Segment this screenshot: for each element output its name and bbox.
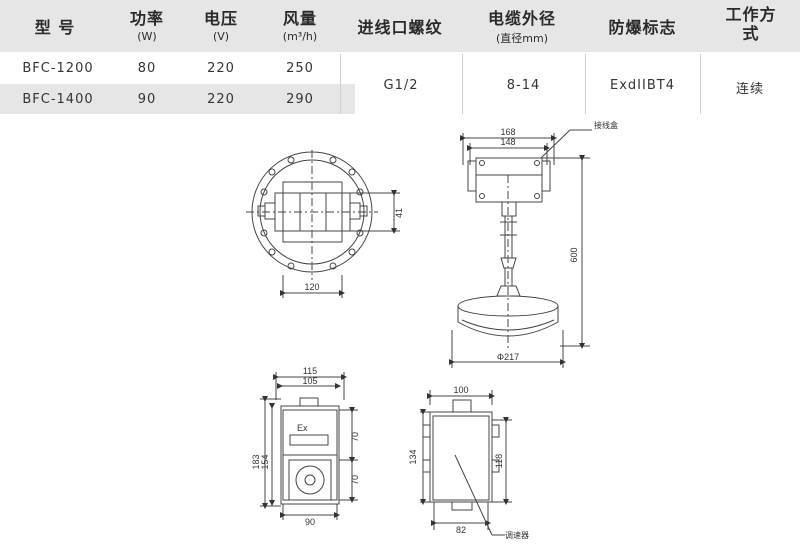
header-cable: 电缆外径 (直径mm) [462, 0, 582, 57]
row2-voltage: 220 [207, 92, 235, 107]
front-d70a-label: 70 [350, 432, 360, 442]
front-ex-label: Ex [297, 423, 308, 433]
top-view-width-label: 120 [304, 282, 319, 292]
header-cable-label: 电缆外径 [487, 9, 556, 28]
header-airflow-unit: (m³/h) [282, 30, 318, 43]
front-w115-label: 115 [303, 366, 317, 376]
header-explosion-label: 防爆标志 [608, 18, 677, 37]
divider [700, 54, 701, 114]
box-w82-label: 82 [456, 525, 466, 535]
table-row [0, 54, 355, 84]
header-power: 功率 (W) [118, 0, 176, 57]
row1-voltage: 220 [207, 61, 235, 76]
front-enclosure [280, 405, 340, 505]
front-h183-label: 183 [251, 454, 261, 469]
top-view [246, 150, 400, 298]
junction-box [475, 157, 543, 203]
row2-power: 90 [137, 92, 157, 107]
header-cable-unit: (直径mm) [495, 32, 548, 45]
header-power-unit: (W) [137, 30, 157, 43]
front-h154-label: 154 [260, 454, 270, 469]
side-height-label: 600 [569, 247, 579, 262]
row1-model: BFC-1200 [22, 61, 94, 76]
row2-model: BFC-1400 [22, 92, 94, 107]
spec-table: 型 号 功率 (W) 电压 (V) 风量 (m³/h) 进线口螺纹 电缆外径 (… [0, 0, 800, 115]
top-view-height-label: 41 [394, 208, 404, 218]
header-model: 型 号 [0, 0, 110, 66]
front-knob [295, 465, 325, 495]
side-w168-label: 168 [500, 127, 515, 137]
divider [585, 54, 586, 114]
cell-thread: G1/2 [383, 78, 419, 93]
box-w100-label: 100 [453, 385, 468, 395]
side-view [449, 129, 592, 368]
table-row [0, 84, 355, 114]
side-diameter-label: Φ217 [497, 352, 519, 362]
header-mode-label: 工作方式 [725, 5, 777, 43]
header-voltage-unit: (V) [212, 30, 230, 43]
header-mode: 工作方式 [725, 0, 777, 57]
cell-cable: 8-14 [506, 78, 541, 93]
row1-power: 80 [137, 61, 157, 76]
regulator-box [429, 411, 493, 503]
divider [340, 54, 341, 114]
row1-airflow: 250 [286, 61, 314, 76]
side-w148-label: 148 [500, 137, 515, 147]
header-power-label: 功率 [129, 9, 164, 28]
header-thread: 进线口螺纹 [340, 0, 460, 66]
cell-mode: 连续 [735, 82, 764, 97]
front-w105-label: 105 [302, 376, 317, 386]
box-h134-label: 134 [408, 449, 418, 464]
box-view [420, 390, 512, 536]
cell-explosion: ExdIIBT4 [610, 78, 675, 93]
header-explosion: 防爆标志 [585, 0, 700, 66]
front-view [260, 372, 358, 520]
front-d70b-label: 70 [350, 475, 360, 485]
table-header [0, 0, 800, 52]
regulator-label: 调速器 [505, 531, 529, 540]
header-model-label: 型 号 [34, 18, 76, 37]
header-voltage-label: 电压 [203, 9, 238, 28]
header-voltage: 电压 (V) [192, 0, 250, 57]
divider [462, 54, 463, 114]
header-airflow-label: 风量 [282, 9, 317, 28]
header-thread-label: 进线口螺纹 [357, 18, 443, 37]
row2-airflow: 290 [286, 92, 314, 107]
front-w90-label: 90 [305, 517, 315, 527]
junction-box-label: 接线盒 [594, 120, 618, 130]
box-h118-label: 118 [494, 454, 504, 468]
header-airflow: 风量 (m³/h) [265, 0, 335, 57]
